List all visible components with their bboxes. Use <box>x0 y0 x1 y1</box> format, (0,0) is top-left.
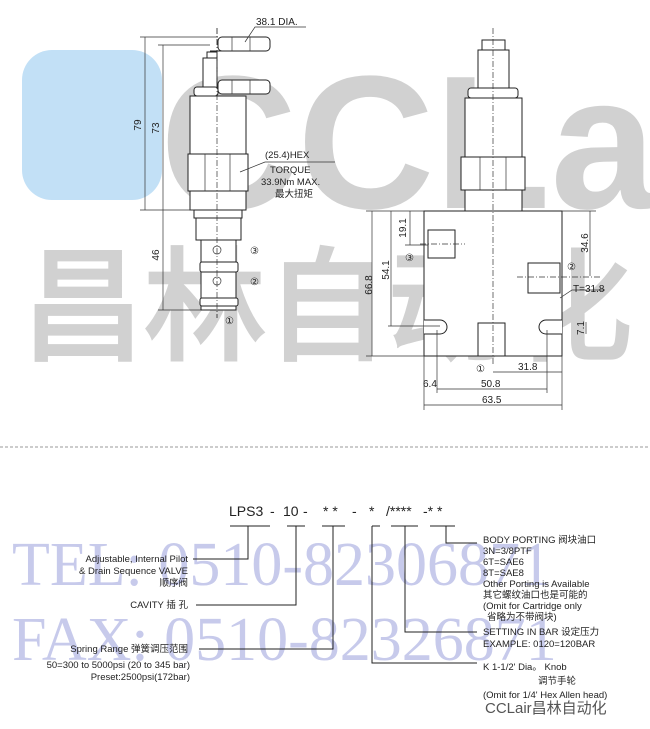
code-knob: * <box>369 503 375 519</box>
block-view: 66.8 54.1 19.1 34.6 T=31.8 7.1 31.8 50.8… <box>364 28 605 410</box>
code-spring: * * <box>323 503 338 519</box>
block-port-2-marker: ② <box>567 262 576 273</box>
setting-label: SETTING IN BAR 设定压力 <box>483 626 599 638</box>
dim-50-8: 50.8 <box>481 379 501 390</box>
valve-type-label: Adjustable, Internal Pilot <box>86 554 189 565</box>
other-porting-label: Other Porting is Available <box>483 579 590 590</box>
porting-option: 3N=3/8PTF <box>483 546 532 557</box>
ordering-code: LPS3 - 10 - * * - * /**** -* * Adjustabl… <box>47 503 608 717</box>
thickness-label: T=31.8 <box>573 284 605 295</box>
setting-example: EXAMPLE: 0120=120BAR <box>483 639 595 650</box>
code-sep: - <box>270 503 275 519</box>
preset-value: Preset:2500psi(172bar) <box>91 672 190 683</box>
dim-46: 46 <box>151 249 162 261</box>
dim-34-6: 34.6 <box>580 233 591 253</box>
spring-range-value: 50=300 to 5000psi (20 to 345 bar) <box>47 660 190 671</box>
code-porting: -* * <box>423 503 443 519</box>
torque-value: 33.9Nm MAX. <box>261 177 320 188</box>
code-series: LPS3 <box>229 503 263 519</box>
dim-63-5: 63.5 <box>482 395 502 406</box>
dim-73: 73 <box>151 122 162 134</box>
hex-label: (25.4)HEX <box>265 150 310 161</box>
valve-type-label-2: & Drain Sequence VALVE <box>79 566 188 577</box>
code-sep: - <box>352 503 357 519</box>
dim-54-1: 54.1 <box>381 260 392 280</box>
omit-knob-label: (Omit for 1/4' Hex Allen head) <box>483 690 607 701</box>
dim-79: 79 <box>133 119 144 131</box>
cartridge-view: 79 73 46 38.1 DIA. (25.4)HEX TORQUE 33.9… <box>133 17 335 327</box>
dim-31-8: 31.8 <box>518 362 538 373</box>
porting-option: 6T=SAE6 <box>483 557 524 568</box>
spring-range-label: Spring Range 弹簧调压范围 <box>70 643 188 655</box>
port-1-marker: ① <box>225 316 234 327</box>
omit-cartridge-label: (Omit for Cartridge only <box>483 601 582 612</box>
porting-option: 8T=SAE8 <box>483 568 524 579</box>
other-porting-cn: 其它螺纹油口也是可能的 <box>483 589 588 601</box>
dim-19-1: 19.1 <box>398 218 409 238</box>
port-2-marker: ② <box>250 277 259 288</box>
omit-cartridge-cn: 省略为不带阀块) <box>487 611 557 623</box>
block-port-3-marker: ③ <box>405 253 414 264</box>
dim-66-8: 66.8 <box>364 275 375 295</box>
port-3-marker: ③ <box>250 246 259 257</box>
torque-cn-label: 最大扭矩 <box>275 188 314 200</box>
knob-diameter-label: 38.1 DIA. <box>256 17 298 28</box>
logo-block <box>22 50 162 200</box>
tel-watermark: TEL: 0510-82306871 <box>12 531 551 599</box>
body-porting-label: BODY PORTING 阀块油口 <box>483 534 596 546</box>
dim-7-1: 7.1 <box>576 321 587 335</box>
block-port-1-marker: ① <box>476 364 485 375</box>
code-sep: - <box>303 503 308 519</box>
knob-cn: 调节手轮 <box>538 675 577 687</box>
knob-label: K 1-1/2' Dia。 Knob <box>483 662 567 673</box>
cavity-label: CAVITY 插 孔 <box>130 599 188 611</box>
code-setting: /**** <box>386 503 412 519</box>
code-cavity: 10 <box>283 503 299 519</box>
footer-brand: CCLair昌林自动化 <box>485 700 607 717</box>
dim-6-4: 6.4 <box>423 379 437 390</box>
valve-type-cn: 顺序阀 <box>159 577 188 589</box>
torque-label: TORQUE <box>270 165 310 176</box>
